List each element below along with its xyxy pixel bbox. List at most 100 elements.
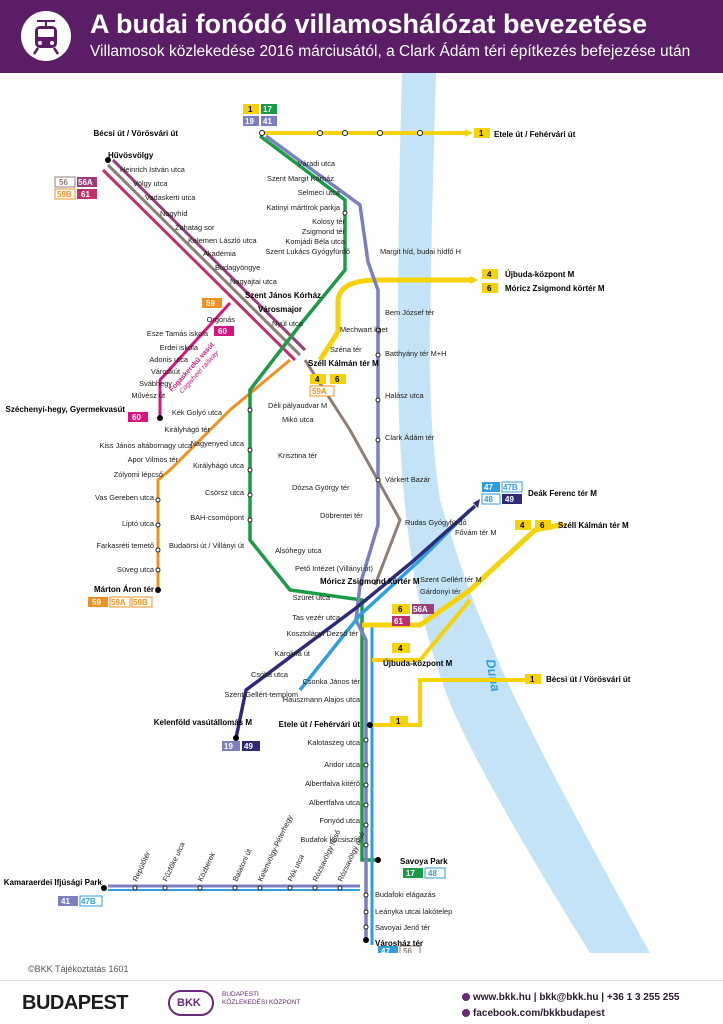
info-icon <box>462 993 470 1001</box>
station-label: Bécsi út / Vörösvári út <box>94 129 179 138</box>
station-label: Hűvösvölgy <box>108 151 154 160</box>
station-label: Dózsa György tér <box>292 483 350 492</box>
station-label: Albertfalva utca <box>309 798 361 807</box>
svg-text:59: 59 <box>206 299 215 308</box>
svg-text:59: 59 <box>92 598 101 607</box>
station-label: Kelemen László utca <box>188 236 257 245</box>
station-label: Pető Intézet (Villányi út) <box>295 564 373 573</box>
station-label: Etele út / Fehérvári út <box>279 720 361 729</box>
station-label: Kamaraerdei Ifjúsági Park <box>4 878 103 887</box>
line-17-track <box>248 134 378 862</box>
line-19-track <box>264 134 380 940</box>
svg-text:1: 1 <box>396 717 401 726</box>
station-label: Mechwart liget <box>340 325 388 334</box>
station-label: Vadaskerti utca <box>145 193 196 202</box>
station-label: Budafoki elágazás <box>375 890 436 899</box>
svg-text:61: 61 <box>394 617 403 626</box>
station-label: Szent Gellért tér M <box>420 575 482 584</box>
bkk-logo: BKK <box>168 990 214 1016</box>
header: A budai fonódó villamoshálózat bevezetés… <box>0 0 723 73</box>
station-label: Kék Golyó utca <box>172 408 223 417</box>
station-label: Széchenyi-hegy, Gyermekvasút <box>6 405 126 414</box>
route-tag-4b: 4 <box>392 643 410 653</box>
svg-text:59A: 59A <box>312 387 327 396</box>
budapest-logo: BUDAPEST <box>22 992 129 1014</box>
station-label: Csóka utca <box>251 670 289 679</box>
station-label: Szent Gellért-templom <box>224 690 298 699</box>
svg-text:4: 4 <box>315 375 320 384</box>
station-label: Albertfalva kitérő <box>305 779 360 788</box>
contact-info[interactable]: www.bkk.hu | bkk@bkk.hu | +36 1 3 255 25… <box>462 992 679 1003</box>
svg-text:1: 1 <box>248 105 253 114</box>
station-label: Repülőtér <box>131 850 153 883</box>
line-60-track <box>158 301 232 418</box>
svg-text:6: 6 <box>335 375 340 384</box>
station-label: Királyhágó tér <box>164 425 210 434</box>
station-label: Svábhegy <box>139 379 172 388</box>
station-label: Nagyajtai utca <box>230 277 278 286</box>
copyright: ©BKK Tájékoztatás 1601 <box>28 964 129 974</box>
svg-text:48: 48 <box>428 869 437 878</box>
station-label: Batthyány tér M+H <box>385 349 446 358</box>
station-label: Selmeci utca <box>298 188 341 197</box>
station-label: Erdei iskola <box>160 343 199 352</box>
station-label: Szüret utca <box>293 593 331 602</box>
station-label: Kolosy tér <box>312 217 345 226</box>
svg-text:60: 60 <box>218 327 227 336</box>
destination-tags: 1 4 6 47 47B 48 49 4 6 1 <box>474 128 551 684</box>
station-label: Márton Áron tér <box>94 585 154 594</box>
station-label: Halász utca <box>385 391 425 400</box>
line-4-6-curve <box>317 277 379 362</box>
station-label: Leányka utcai lakótelep <box>375 907 452 916</box>
svg-text:49: 49 <box>244 742 253 751</box>
station-label: Újbuda-központ M <box>383 659 453 668</box>
station-label: Királyhágó utca <box>193 461 245 470</box>
line-61-track <box>101 168 297 362</box>
station-label: Szent János Kórház <box>245 291 321 300</box>
line-4-south-track <box>372 598 472 662</box>
svg-text:4: 4 <box>487 270 492 279</box>
svg-text:17: 17 <box>263 105 272 114</box>
station-label: Döbrentei tér <box>320 511 363 520</box>
station-label: Akadémia <box>203 249 237 258</box>
station-label: Széll Kálmán tér M <box>308 359 379 368</box>
station-label: Karolina út <box>275 649 310 658</box>
svg-text:47: 47 <box>484 483 493 492</box>
station-label: Andor utca <box>324 760 361 769</box>
svg-text:47B: 47B <box>81 897 96 906</box>
station-label: Nyúl utca <box>272 319 304 328</box>
route-tag-group-moricz: 6 56A 61 <box>392 604 434 626</box>
station-label: Margit híd, budai hídfő H <box>380 247 461 256</box>
station-label: Csörsz utca <box>205 488 245 497</box>
destination-label: Deák Ferenc tér M <box>528 489 597 498</box>
station-label: Kiss János altábornagy utca <box>100 441 193 450</box>
svg-text:41: 41 <box>263 117 272 126</box>
page-subtitle: Villamosok közlekedése 2016 márciusától,… <box>90 43 691 60</box>
route-tag-60: 60 <box>214 326 234 336</box>
station-label: Farkasréti temető <box>96 541 154 550</box>
station-label: Heinrich István utca <box>120 165 186 174</box>
svg-text:17: 17 <box>406 869 415 878</box>
destination-label: Etele út / Fehérvári út <box>494 130 576 139</box>
line-56a-track <box>111 158 307 352</box>
svg-text:41: 41 <box>61 897 70 906</box>
station-label: Savoyai Jenő tér <box>375 923 431 932</box>
station-label: Művész út <box>131 391 165 400</box>
line-49-track <box>234 504 477 739</box>
station-label: Budagyöngye <box>215 263 260 272</box>
station-label: Városház tér <box>375 939 423 948</box>
station-label: Budaörsi út / Villányi út <box>169 541 244 550</box>
svg-text:56: 56 <box>59 178 68 187</box>
svg-text:59A: 59A <box>111 598 126 607</box>
destination-arrows <box>465 129 566 684</box>
svg-text:59B: 59B <box>57 190 72 199</box>
footer-divider <box>0 980 723 981</box>
station-label: Vas Gereben utca <box>95 493 155 502</box>
station-label: Bem József tér <box>385 308 435 317</box>
bkk-name: BUDAPESTI KÖZLEKEDÉSI KÖZPONT <box>222 991 301 1006</box>
facebook-link[interactable]: facebook.com/bkkbudapest <box>462 1008 605 1019</box>
station-label: Tas vezér utca <box>292 613 341 622</box>
destination-label: Móricz Zsigmond körtér M <box>505 284 605 293</box>
svg-text:4: 4 <box>520 521 525 530</box>
tram-network-map: Duna 1 17 19 41 <box>4 73 650 953</box>
